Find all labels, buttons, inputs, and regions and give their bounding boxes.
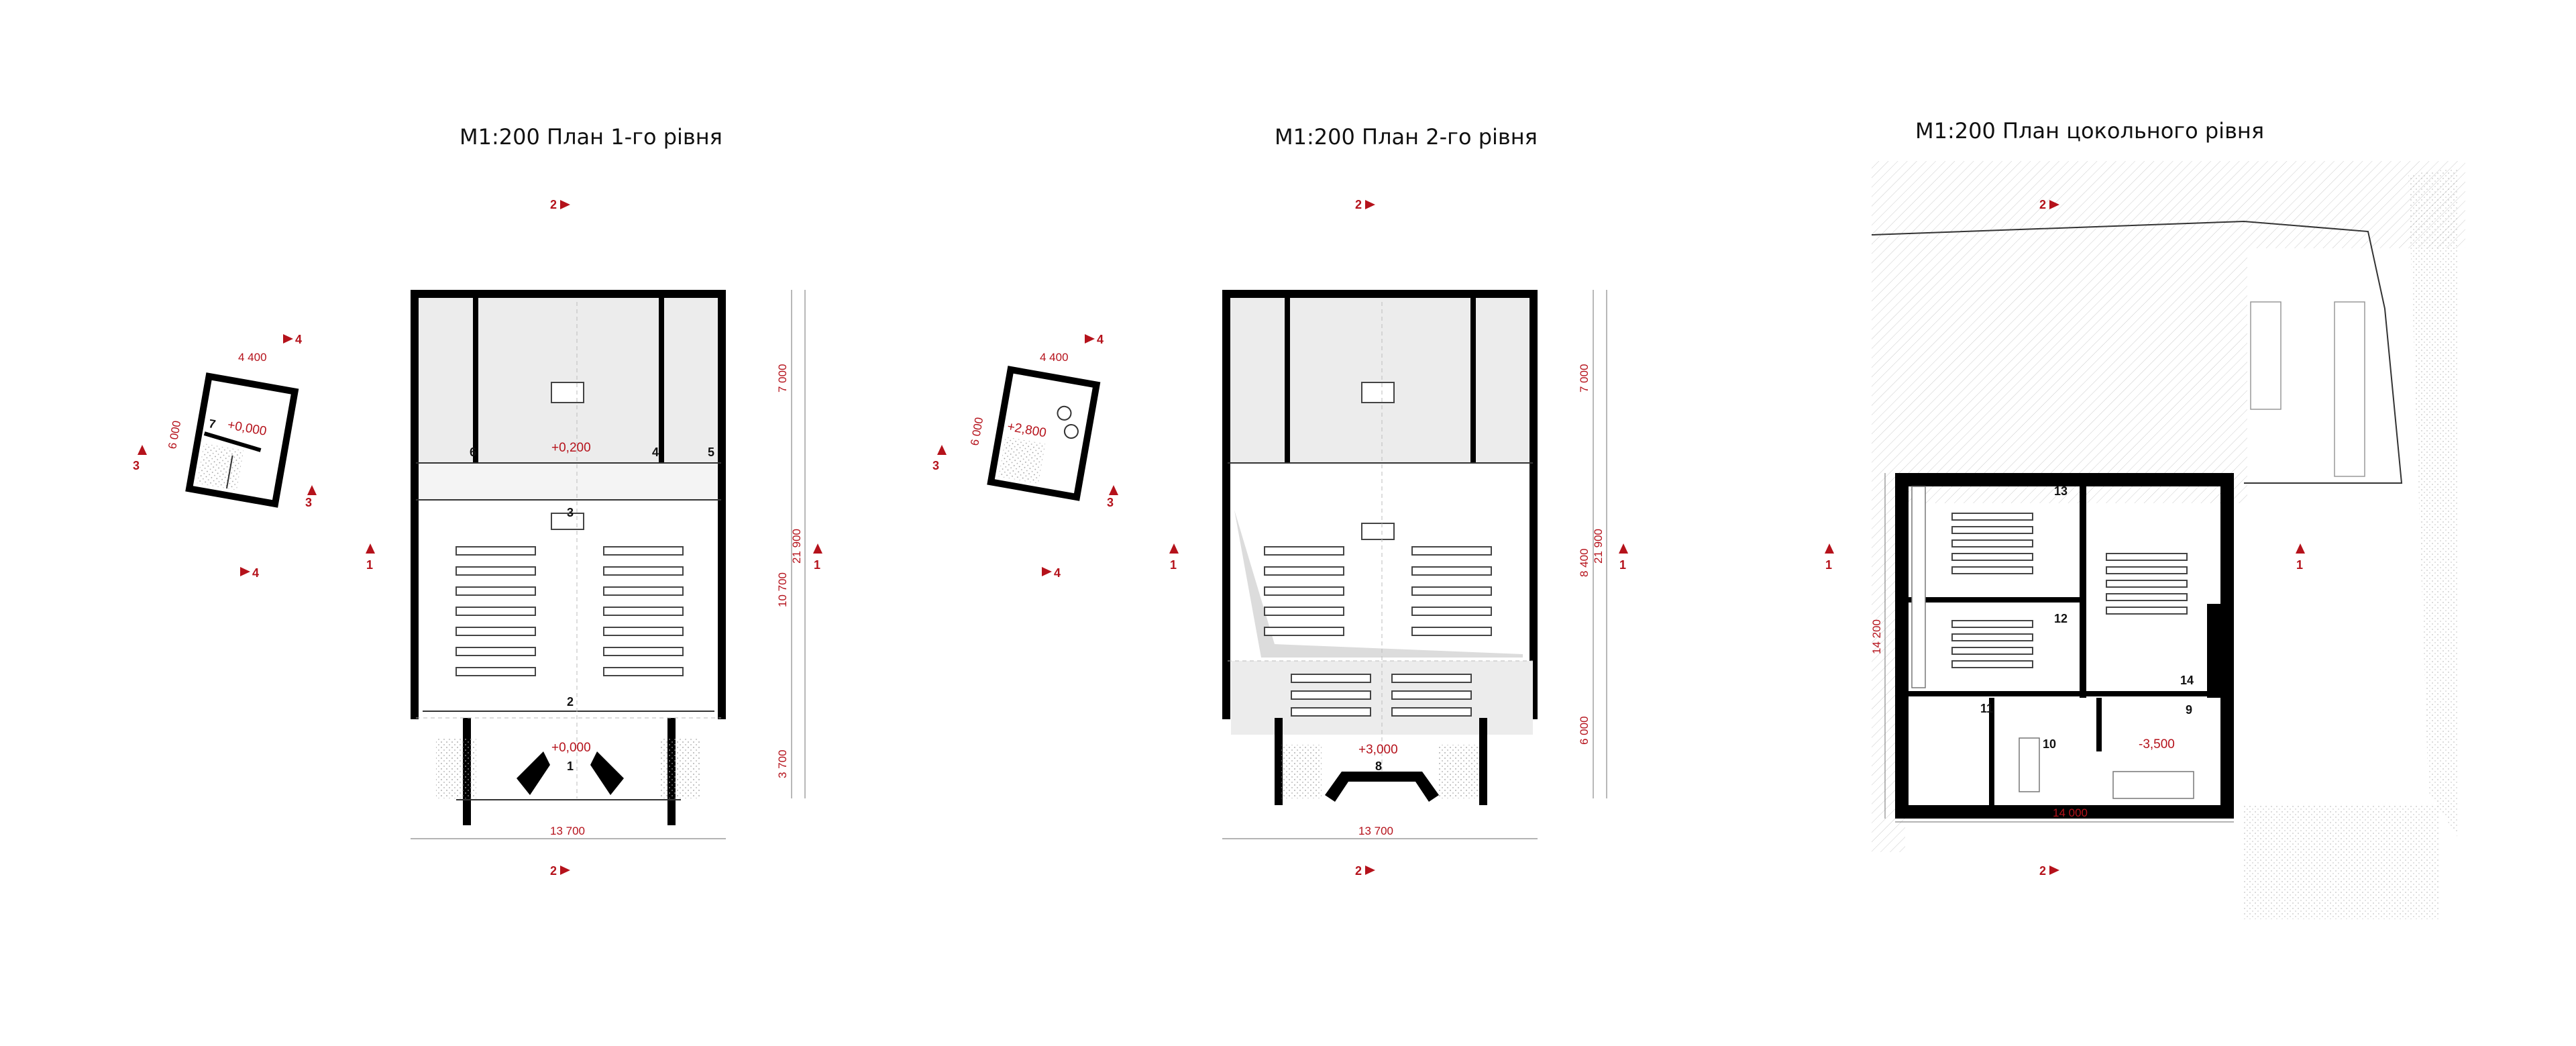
plan3-section-1-left: 1 <box>1825 558 1832 572</box>
bell-tower-1: 7 +0,000 <box>185 372 299 508</box>
plan3-drawing <box>1895 473 2234 819</box>
plan1-title: M1:200 План 1-го рівня <box>460 124 722 150</box>
plan1-room-3: 3 <box>567 506 574 519</box>
bell1-section-3-left: 3 <box>133 459 140 472</box>
plan1-level-upper: +0,200 <box>551 441 591 455</box>
plan1-section-1-left: 1 <box>366 558 373 572</box>
plan3-width-dim: 14 000 <box>2053 806 2088 819</box>
plan3-height-dim: 14 200 <box>1870 619 1883 654</box>
plan2-section-2-bottom: 2 <box>1355 864 1362 878</box>
plan2-title: M1:200 План 2-го рівня <box>1275 124 1538 150</box>
plan2-dim-6000: 6 000 <box>1578 716 1591 745</box>
plan3-room-12: 12 <box>2054 612 2068 625</box>
plan1-section-2-top: 2 <box>550 198 557 211</box>
plan3-section-1-right: 1 <box>2296 558 2303 572</box>
plan1-room-2: 2 <box>567 695 574 709</box>
plan1-dim-10700: 10 700 <box>776 572 789 607</box>
plan2-section-1-right: 1 <box>1619 558 1626 572</box>
bell2-depth-dim: 6 000 <box>968 416 985 446</box>
plan1-section-2-bottom: 2 <box>550 864 557 878</box>
plan3-room-9: 9 <box>2186 703 2192 717</box>
plan1-level-entry: +0,000 <box>551 741 591 755</box>
bell1-depth-dim: 6 000 <box>166 419 183 450</box>
plan3-room-10: 10 <box>2043 737 2056 751</box>
plan3-dimensions <box>1884 473 2234 823</box>
bell1-section-4-top: 4 <box>295 333 302 346</box>
plan2-dim-7000: 7 000 <box>1578 364 1591 393</box>
plan2-dim-8400: 8 400 <box>1578 548 1591 577</box>
plan2-level-choir: +3,000 <box>1358 743 1398 757</box>
plan2-room-8: 8 <box>1375 760 1382 773</box>
plan1-dimensions <box>411 290 806 839</box>
bell-tower-2: +2,800 <box>987 366 1101 501</box>
plan2-width-dim: 13 700 <box>1358 825 1393 837</box>
plan3-benches <box>1951 513 2188 668</box>
plan2-dimensions <box>1222 290 1607 839</box>
section-2-markers <box>560 200 2059 875</box>
plan1-room-5: 5 <box>708 446 714 459</box>
plan3-site <box>1871 161 2465 919</box>
plan2-drawing <box>1222 290 1538 805</box>
plan2-benches <box>1264 546 1492 717</box>
section-3-4-markers <box>138 334 1118 576</box>
bell2-width-dim: 4 400 <box>1040 351 1069 364</box>
plan3-title: M1:200 План цокольного рівня <box>1915 118 2264 144</box>
bell2-section-4-top: 4 <box>1097 333 1104 346</box>
plan2-section-1-left: 1 <box>1170 558 1177 572</box>
bell2-section-3-left: 3 <box>932 459 939 472</box>
bell1-width-dim: 4 400 <box>238 351 267 364</box>
plan3-level-basement: -3,500 <box>2139 737 2175 751</box>
plan3-room-14: 14 <box>2180 674 2194 687</box>
plan1-dim-3700: 3 700 <box>776 749 789 778</box>
plan1-benches <box>455 546 684 676</box>
bell2-section-4-bottom: 4 <box>1054 566 1061 580</box>
plan1-drawing <box>411 290 726 825</box>
plan2-dim-21900: 21 900 <box>1592 529 1605 564</box>
plan2-section-2-top: 2 <box>1355 198 1362 211</box>
bell1-section-4-bottom: 4 <box>252 566 259 580</box>
section-1-markers <box>366 543 2305 554</box>
plan1-width-dim: 13 700 <box>550 825 585 837</box>
plan3-room-13: 13 <box>2054 484 2068 498</box>
plan1-dim-7000: 7 000 <box>776 364 789 393</box>
bell2-section-3-right: 3 <box>1107 496 1114 509</box>
plan1-room-4: 4 <box>652 446 659 459</box>
plan1-dim-21900: 21 900 <box>790 529 803 564</box>
plan3-section-2-top: 2 <box>2039 198 2046 211</box>
bell1-room-label: 7 <box>208 417 217 431</box>
plan3-room-11: 11 <box>1980 702 1993 715</box>
plan3-section-2-bottom: 2 <box>2039 864 2046 878</box>
bell1-section-3-right: 3 <box>305 496 312 509</box>
plan1-room-1: 1 <box>567 760 574 773</box>
plan1-room-6: 6 <box>470 446 476 459</box>
plan1-section-1-right: 1 <box>814 558 820 572</box>
